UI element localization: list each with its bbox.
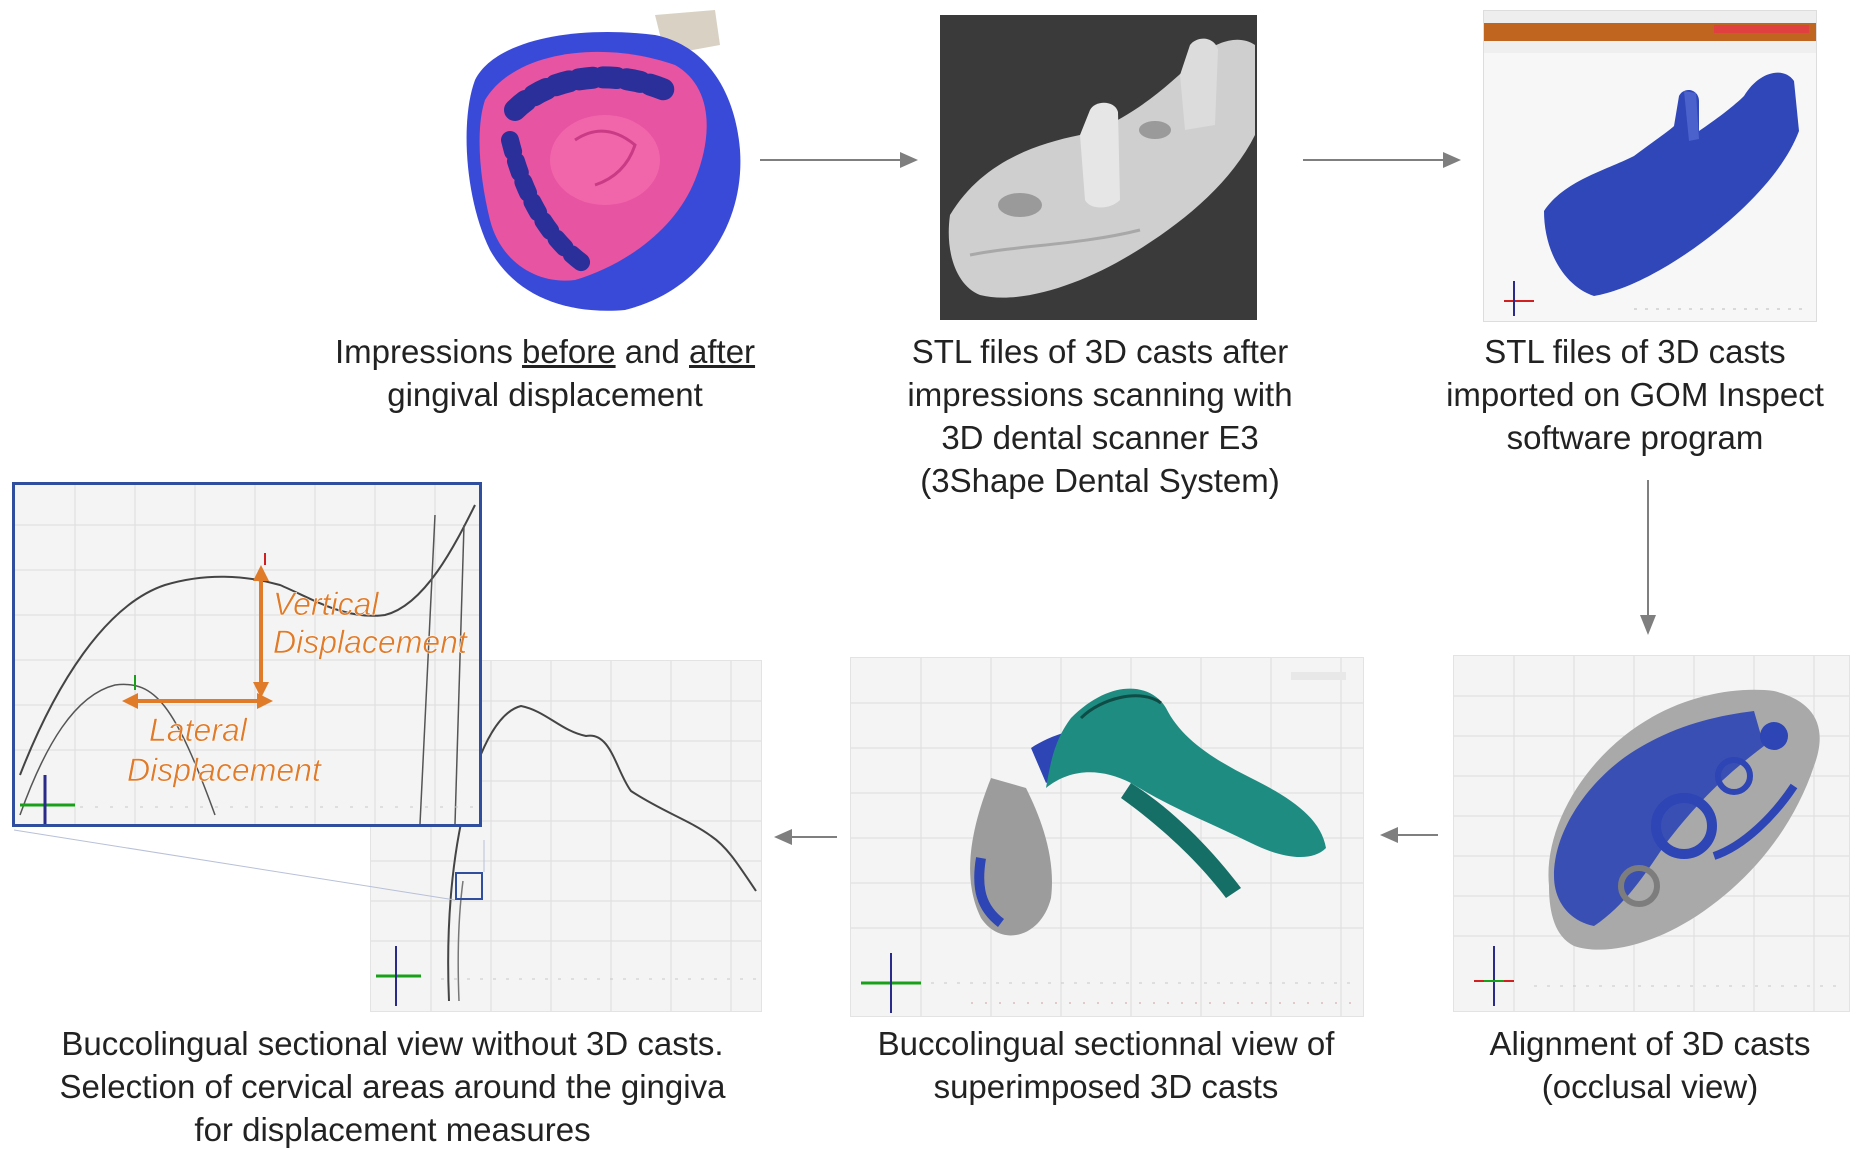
flow-arrow-right: [760, 150, 920, 170]
impressions-caption: Impressions before and after gingival di…: [280, 330, 810, 416]
caption-underlined-after: after: [689, 333, 756, 370]
caption-line: 3D dental scanner E3: [941, 419, 1259, 456]
caption-line: Buccolingual sectional view without 3D c…: [61, 1025, 724, 1062]
zoom-inset: Vertical Displacement Lateral Displaceme…: [12, 482, 482, 827]
caption-text: gingival displacement: [387, 376, 703, 413]
impression-image: [455, 10, 745, 315]
superimposed-caption: Buccolingual sectionnal view of superimp…: [830, 1022, 1382, 1108]
caption-line: Buccolingual sectionnal view of: [877, 1025, 1335, 1062]
caption-line: (3Shape Dental System): [920, 462, 1280, 499]
lateral-displacement-label: Lateral Displacement: [127, 710, 321, 790]
label-line: Displacement: [127, 752, 321, 789]
sectional-screenshot: [370, 660, 762, 1012]
caption-line: STL files of 3D casts: [1484, 333, 1786, 370]
caption-underlined-before: before: [522, 333, 616, 370]
stl-scan-image: [940, 15, 1257, 320]
caption-line: impressions scanning with: [907, 376, 1293, 413]
vertical-displacement-label: Vertical Displacement: [273, 585, 467, 661]
caption-line: STL files of 3D casts after: [911, 333, 1289, 370]
stl-scan-caption: STL files of 3D casts after impressions …: [850, 330, 1350, 502]
label-line: Lateral: [149, 712, 247, 749]
caption-line: Alignment of 3D casts: [1489, 1025, 1811, 1062]
caption-text: Impressions: [334, 333, 523, 370]
caption-line: for displacement measures: [194, 1111, 591, 1148]
superimposed-screenshot: [850, 657, 1364, 1017]
alignment-caption: Alignment of 3D casts (occlusal view): [1440, 1022, 1858, 1108]
gom-inspect-screenshot: [1483, 10, 1817, 322]
flow-arrow-left: [772, 827, 837, 847]
zoom-connector-lines: [13, 829, 485, 901]
gom-import-caption: STL files of 3D casts imported on GOM In…: [1415, 330, 1855, 459]
label-line: Vertical: [273, 586, 379, 623]
caption-line: Selection of cervical areas around the g…: [59, 1068, 726, 1105]
caption-line: (occlusal view): [1541, 1068, 1759, 1105]
caption-line: imported on GOM Inspect: [1446, 376, 1824, 413]
label-line: Displacement: [273, 624, 467, 661]
caption-line: superimposed 3D casts: [933, 1068, 1279, 1105]
caption-text: and: [615, 333, 689, 370]
flow-arrow-down: [1638, 480, 1658, 640]
flow-arrow-left: [1378, 825, 1438, 845]
caption-line: software program: [1506, 419, 1764, 456]
sectional-caption: Buccolingual sectional view without 3D c…: [0, 1022, 785, 1151]
flow-arrow-right: [1303, 150, 1463, 170]
alignment-screenshot: [1453, 655, 1850, 1012]
